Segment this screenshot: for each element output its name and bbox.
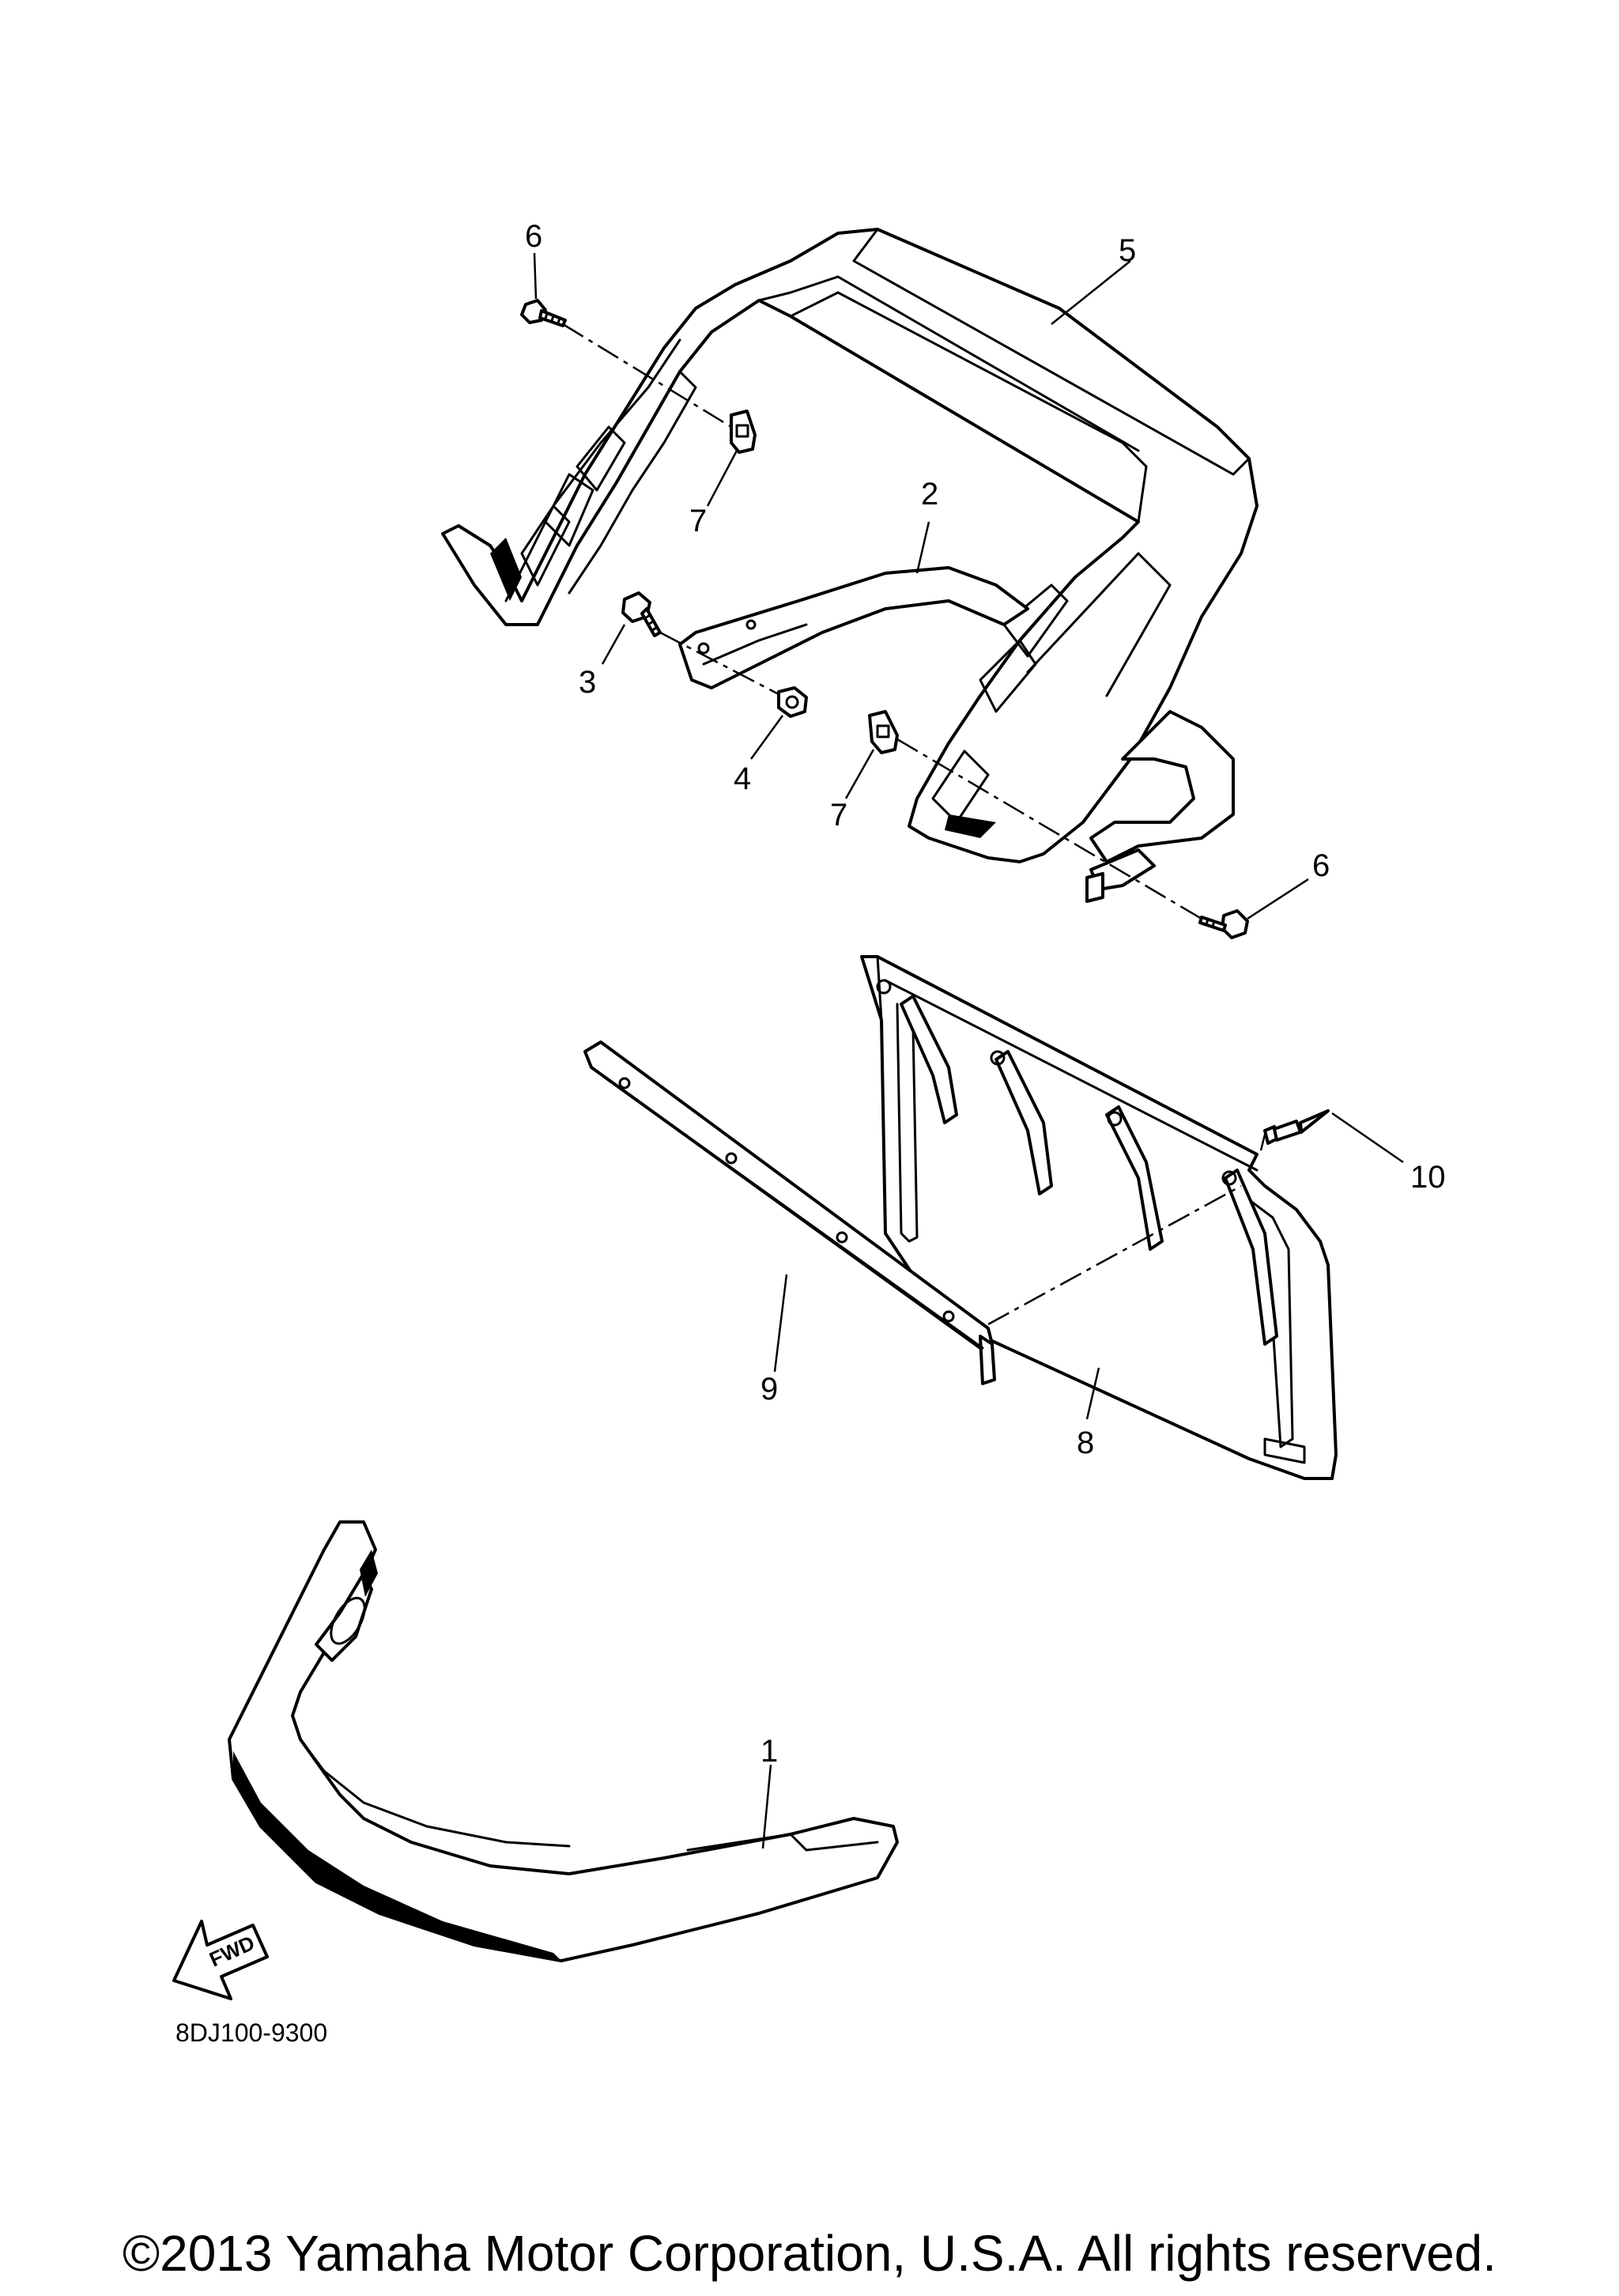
- leader-lines: [533, 252, 1404, 1849]
- callout-6-upper: 6: [525, 219, 542, 254]
- callout-labels: 5 2 6 7 3 4 7 6 10 9 8 1: [525, 219, 1446, 1769]
- callout-5: 5: [1119, 233, 1136, 268]
- front-bumper-part-1: [228, 1520, 899, 1962]
- nut-part-4: [777, 686, 808, 718]
- support-bracket-part-2: [678, 566, 1235, 903]
- bolt-part-3: [621, 591, 662, 637]
- rear-bumper-frame-part-5: [441, 228, 1259, 863]
- rivet-part-10: [1263, 1109, 1330, 1145]
- callout-1: 1: [760, 1734, 778, 1769]
- callout-4: 4: [734, 761, 751, 796]
- callout-7-lower: 7: [830, 798, 847, 833]
- bolt-part-6-upper: [520, 299, 567, 327]
- callout-6-lower: 6: [1312, 848, 1330, 883]
- rail-strip-part-9: [583, 1040, 996, 1385]
- callout-7-upper: 7: [689, 504, 707, 538]
- diagram-code: 8DJ100-9300: [175, 2018, 327, 2047]
- fwd-direction-arrow: FWD: [172, 1920, 269, 2000]
- clip-nut-part-7-upper: [730, 410, 757, 454]
- callout-9: 9: [760, 1372, 778, 1407]
- callout-3: 3: [579, 665, 596, 700]
- callout-10: 10: [1410, 1160, 1446, 1195]
- copyright-notice: ©2013 Yamaha Motor Corporation, U.S.A. A…: [123, 2225, 1496, 2282]
- snow-flap-part-8: [860, 955, 1338, 1480]
- assembly-lines: [562, 323, 1266, 1326]
- callout-2: 2: [921, 477, 938, 512]
- bolt-part-6-lower: [1198, 909, 1249, 939]
- callout-8: 8: [1077, 1426, 1094, 1460]
- clip-nut-part-7-lower: [868, 710, 899, 754]
